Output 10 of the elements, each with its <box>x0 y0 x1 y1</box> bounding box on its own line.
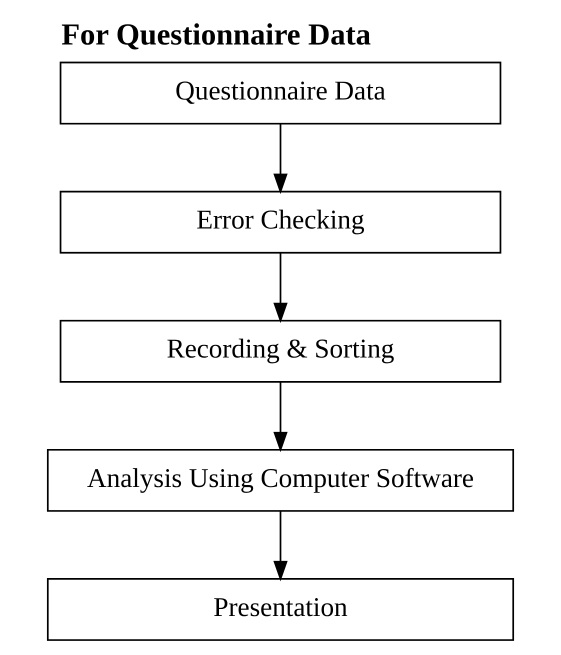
arrow <box>273 511 288 582</box>
node-box: Error Checking <box>60 190 502 254</box>
node-box: Questionnaire Data <box>60 62 502 125</box>
node-box: Recording & Sorting <box>60 320 502 383</box>
arrow <box>273 382 288 452</box>
arrow <box>273 124 288 194</box>
node-box: Presentation <box>46 578 514 641</box>
diagram-title: For Questionnaire Data <box>61 18 371 52</box>
arrow <box>273 253 288 324</box>
node-box: Analysis Using Computer Software <box>46 448 514 512</box>
